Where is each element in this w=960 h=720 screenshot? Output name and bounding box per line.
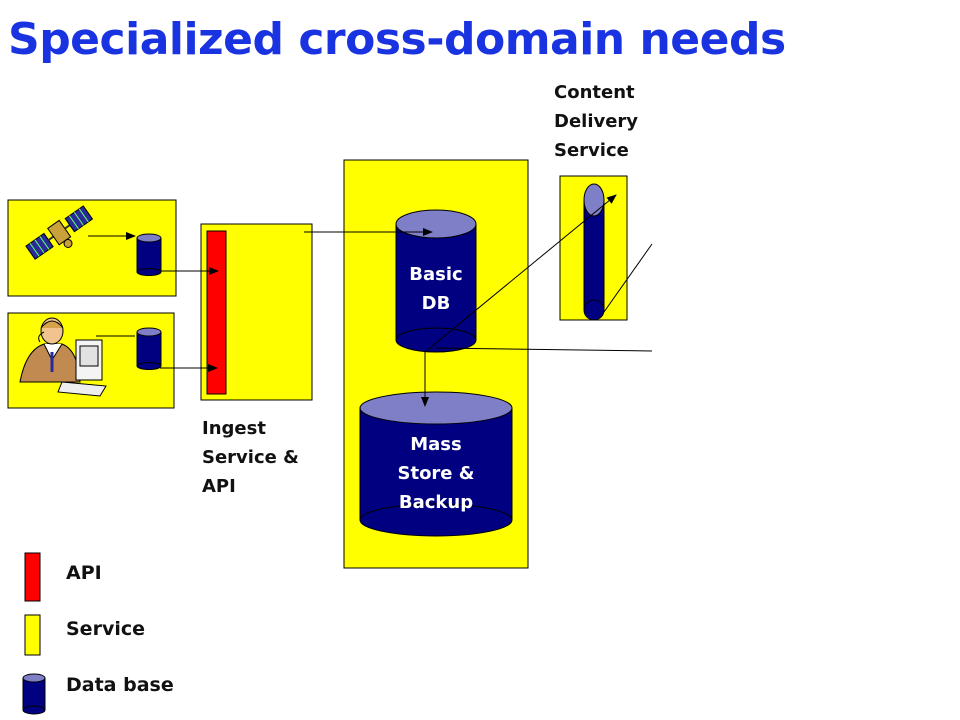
basic-db-line-2: DB xyxy=(421,293,451,314)
legend-service-swatch xyxy=(24,614,41,656)
legend-database-icon xyxy=(22,673,46,715)
ingest-label: Ingest Service & API xyxy=(202,414,299,501)
content-delivery-line-1: Content xyxy=(554,82,635,103)
satellite-source-box xyxy=(7,199,177,297)
basic-db-cylinder xyxy=(395,209,477,353)
ingest-line-2: Service & xyxy=(202,447,299,468)
mass-store-cylinder xyxy=(359,391,513,537)
basic-db-line-1: Basic xyxy=(409,264,463,285)
content-delivery-cylinder xyxy=(583,183,605,321)
content-delivery-label: Content Delivery Service xyxy=(554,78,638,165)
content-delivery-line-2: Delivery xyxy=(554,111,639,132)
page-title: Specialized cross-domain needs xyxy=(8,14,786,65)
mass-store-line-3: Backup xyxy=(398,492,474,513)
content-delivery-outbound-line xyxy=(603,243,653,313)
ingest-api-bar xyxy=(206,230,227,395)
person-database-icon xyxy=(136,327,162,370)
ingest-line-1: Ingest xyxy=(202,418,266,439)
legend-api-label: API xyxy=(66,562,102,584)
basic-db-label: Basic DB xyxy=(396,260,476,318)
basic-db-to-content-arrow xyxy=(424,194,617,353)
person-source-box xyxy=(7,312,175,409)
basic-db-outbound-line xyxy=(435,347,653,352)
legend-database-label: Data base xyxy=(66,674,174,696)
legend-api-swatch xyxy=(24,552,41,602)
content-delivery-line-3: Service xyxy=(554,140,629,161)
ingest-line-3: API xyxy=(202,476,236,497)
mass-store-line-1: Mass xyxy=(410,434,462,455)
mass-store-line-2: Store & xyxy=(397,463,475,484)
ingest-service-box xyxy=(200,223,313,401)
mass-store-label: Mass Store & Backup xyxy=(360,430,512,517)
satellite-icon xyxy=(25,205,94,260)
connectors xyxy=(88,194,653,407)
satellite-database-icon xyxy=(136,233,162,276)
legend-shapes xyxy=(22,552,46,715)
person-at-computer-icon xyxy=(19,317,107,397)
content-delivery-box xyxy=(559,175,628,321)
legend-service-label: Service xyxy=(66,618,145,640)
storage-service-box xyxy=(343,159,529,569)
